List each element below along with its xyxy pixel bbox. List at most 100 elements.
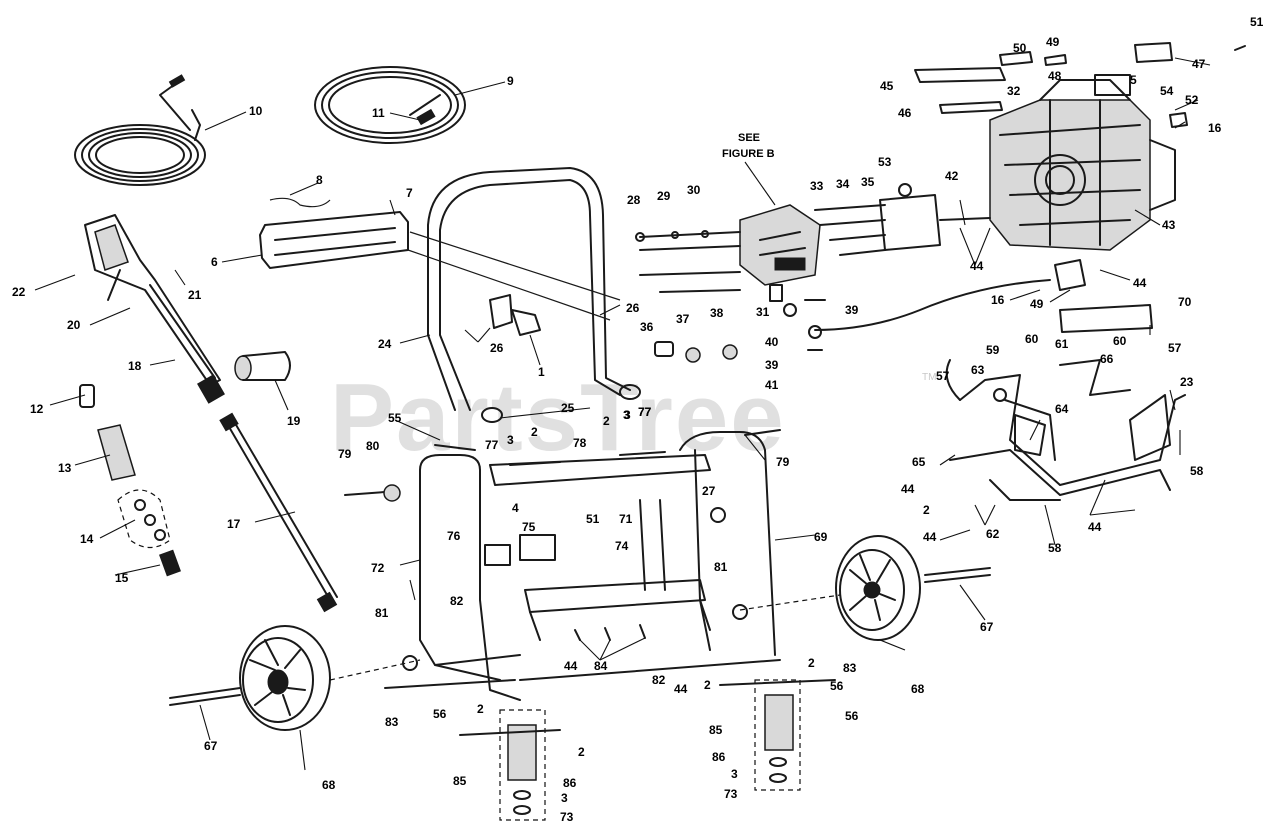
callout-79b: 79 [776, 455, 790, 469]
axle-line-left [329, 659, 421, 681]
callout-62: 62 [986, 527, 1000, 541]
callout-83a: 83 [843, 661, 857, 675]
callout-68b: 68 [322, 778, 336, 792]
callout-31: 31 [756, 305, 770, 319]
callout-67b: 67 [204, 739, 218, 753]
callout-44c: 44 [674, 682, 688, 696]
callout-6: 6 [211, 255, 218, 269]
callout-19: 19 [287, 414, 301, 428]
callout-59: 59 [986, 343, 1000, 357]
callout-44f: 44 [923, 530, 937, 544]
callout-30: 30 [687, 183, 701, 197]
callout-40: 40 [765, 335, 779, 349]
callout-77b: 77 [485, 438, 499, 452]
callout-39a: 39 [845, 303, 859, 317]
callout-57b: 57 [1168, 341, 1182, 355]
callout-18: 18 [128, 359, 142, 373]
right-wheel [835, 535, 921, 641]
left-foot [499, 709, 546, 821]
callout-7: 7 [406, 186, 413, 200]
callout-53: 53 [878, 155, 892, 169]
callout-56a: 56 [433, 707, 447, 721]
callout-71: 71 [619, 512, 633, 526]
spray-gun [84, 214, 225, 404]
callout-67a: 67 [980, 620, 994, 634]
callout-35: 35 [861, 175, 875, 189]
callout-61: 61 [1055, 337, 1069, 351]
callout-26a: 26 [626, 301, 640, 315]
callout-37: 37 [676, 312, 690, 326]
callout-78: 78 [573, 436, 587, 450]
engine [989, 74, 1176, 251]
callout-73b: 73 [560, 810, 574, 824]
handle-frame-upper [427, 167, 641, 423]
callout-84: 84 [594, 659, 608, 673]
spacer-81b [732, 604, 748, 620]
callout-57a: 57 [936, 369, 950, 383]
figure-b-label: FIGURE B [722, 148, 775, 160]
callout-80: 80 [366, 439, 380, 453]
callout-85b: 85 [453, 774, 467, 788]
callout-81b: 81 [714, 560, 728, 574]
callout-66: 66 [1100, 352, 1114, 366]
callout-46: 46 [898, 106, 912, 120]
callout-14: 14 [80, 532, 94, 546]
callout-3b: 3 [507, 433, 514, 447]
callout-76: 76 [447, 529, 461, 543]
high-pressure-hose-coil [74, 74, 206, 186]
pump-fittings [654, 303, 797, 363]
callout-86b: 86 [563, 776, 577, 790]
callout-11: 11 [372, 106, 385, 120]
callout-79a: 79 [338, 447, 352, 461]
engine-decals [914, 42, 1246, 128]
callout-74: 74 [615, 539, 629, 553]
spacer-81a [402, 655, 418, 671]
pump-bolts [635, 230, 741, 293]
watermark-trademark: TM [922, 372, 936, 383]
callout-2d: 2 [704, 678, 711, 692]
detergent-bottle [234, 351, 291, 381]
foot-bolts [384, 624, 836, 736]
callout-23: 23 [1180, 375, 1194, 389]
callout-labels: 51 50 49 47 45 48 5 54 32 52 46 16 10 9 … [12, 15, 1264, 824]
callout-56b: 56 [845, 709, 859, 723]
throttle-cable [804, 259, 1086, 351]
callout-2b: 2 [603, 414, 610, 428]
callout-17: 17 [227, 517, 241, 531]
handle-bracket [259, 197, 621, 321]
callout-45: 45 [880, 79, 894, 93]
callout-81a: 81 [375, 606, 389, 620]
callout-29: 29 [657, 189, 671, 203]
callout-26b: 26 [490, 341, 504, 355]
leader-lines [34, 57, 1211, 771]
callout-44b: 44 [1133, 276, 1147, 290]
callout-58a: 58 [1048, 541, 1062, 555]
callout-16b: 16 [991, 293, 1005, 307]
callout-60b: 60 [1113, 334, 1127, 348]
callout-44e: 44 [901, 482, 915, 496]
callout-5: 5 [1130, 73, 1137, 87]
left-wheel [239, 625, 331, 731]
callout-2f: 2 [578, 745, 585, 759]
callout-44g: 44 [1088, 520, 1102, 534]
callout-1: 1 [538, 365, 545, 379]
callout-2g: 2 [923, 503, 930, 517]
callout-22: 22 [12, 285, 26, 299]
callout-36: 36 [640, 320, 654, 334]
callout-13: 13 [58, 461, 72, 475]
callout-75: 75 [522, 520, 536, 534]
callout-43: 43 [1162, 218, 1176, 232]
callout-64: 64 [1055, 402, 1069, 416]
callout-86a: 86 [712, 750, 726, 764]
callout-3c: 3 [731, 767, 738, 781]
callout-32: 32 [1007, 84, 1021, 98]
callout-3e: 3 [623, 408, 630, 422]
callout-63: 63 [971, 363, 985, 377]
callout-65: 65 [912, 455, 926, 469]
nozzle-set [79, 384, 181, 577]
callout-15: 15 [115, 571, 129, 585]
callout-54: 54 [1160, 84, 1174, 98]
callout-55: 55 [388, 411, 402, 425]
callout-56c: 56 [830, 679, 844, 693]
